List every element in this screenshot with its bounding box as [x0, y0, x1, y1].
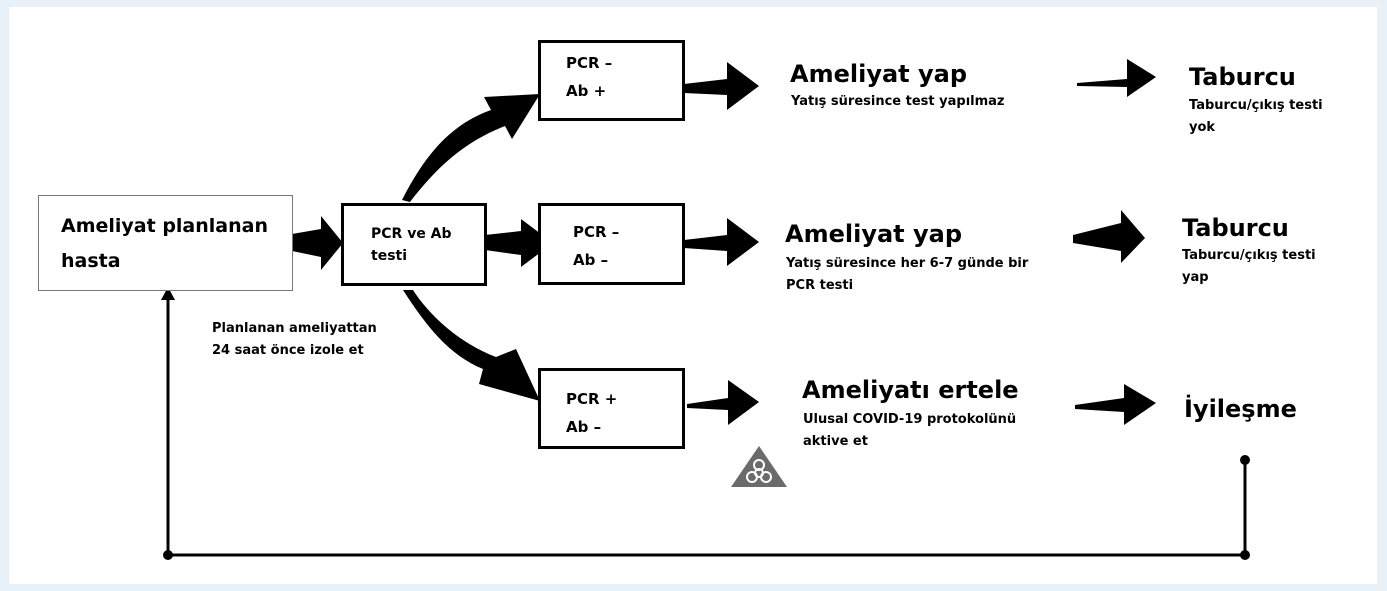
branch2-action-detail: Yatış süresince her 6-7 günde bir PCR te… [786, 253, 1028, 297]
arrow-test-to-branch1 [402, 94, 540, 202]
branch3-outcome-title: İyileşme [1184, 395, 1297, 423]
branch2-outcome-title: Taburcu [1182, 214, 1289, 242]
branch2-outcome-detail-line2: yap [1182, 270, 1209, 285]
arrow-test-to-branch2 [485, 219, 553, 267]
loop-arrowhead [161, 287, 175, 300]
branch2-action-title: Ameliyat yap [785, 220, 962, 248]
branch1-action-detail: Yatış süresince test yapılmaz [791, 91, 1005, 113]
branch3-result-line1: PCR + [566, 390, 618, 408]
branch2-action-detail-line1: Yatış süresince her 6-7 günde bir [786, 256, 1029, 271]
branch1-outcome-detail-line2: yok [1189, 120, 1216, 135]
branch3-result-box: PCR + Ab – [538, 368, 685, 449]
arrow-patient-to-test [292, 216, 343, 270]
patient-box: Ameliyat planlanan hasta [38, 195, 293, 291]
arrow-test-to-branch3 [403, 290, 540, 401]
test-box: PCR ve Ab testi [341, 203, 487, 286]
isolation-note: Planlanan ameliyattan 24 saat önce izole… [212, 318, 377, 362]
flowchart-canvas: Ameliyat planlanan hasta PCR ve Ab testi… [9, 7, 1377, 584]
patient-box-line1: Ameliyat planlanan [61, 215, 268, 237]
arrow-action1-to-outcome [1077, 59, 1156, 97]
branch1-action-detail-line1: Yatış süresince test yapılmaz [791, 94, 1005, 109]
patient-box-line2: hasta [61, 250, 121, 272]
branch1-result-box: PCR – Ab + [538, 40, 685, 121]
branch3-action-title: Ameliyatı ertele [802, 376, 1019, 404]
flow-arrows [161, 59, 1250, 560]
isolation-note-line2: 24 saat önce izole et [212, 343, 364, 358]
branch2-action-detail-line2: PCR testi [786, 278, 854, 293]
test-box-line1: PCR ve Ab [371, 226, 452, 242]
branch2-result-box: PCR – Ab – [538, 203, 685, 285]
arrow-branch2-to-action [684, 218, 759, 266]
branch2-outcome-detail-line1: Taburcu/çıkış testi [1182, 248, 1316, 263]
isolation-note-line1: Planlanan ameliyattan [212, 321, 377, 336]
branch3-result-line2: Ab – [566, 418, 602, 436]
branch2-result-line2: Ab – [573, 251, 609, 269]
biohazard-warning-icon [731, 446, 787, 487]
branch1-outcome-title: Taburcu [1189, 63, 1296, 91]
branch2-result-line1: PCR – [573, 223, 620, 241]
arrow-branch1-to-action [684, 62, 759, 110]
branch3-action-detail-line1: Ulusal COVID-19 protokolünü [803, 412, 1017, 427]
branch3-action-detail: Ulusal COVID-19 protokolünü aktive et [803, 409, 1016, 453]
branch2-outcome-detail: Taburcu/çıkış testi yap [1182, 245, 1316, 289]
branch1-result-line1: PCR – [566, 54, 613, 72]
arrow-action2-to-outcome [1073, 210, 1145, 263]
test-box-line2: testi [371, 248, 408, 264]
branch1-action-title: Ameliyat yap [790, 60, 967, 88]
branch3-action-detail-line2: aktive et [803, 434, 868, 449]
branch1-outcome-detail: Taburcu/çıkış testi yok [1189, 95, 1323, 139]
branch1-result-line2: Ab + [566, 82, 607, 100]
branch1-outcome-detail-line1: Taburcu/çıkış testi [1189, 98, 1323, 113]
arrow-branch3-to-action [687, 380, 759, 425]
arrow-action3-to-outcome [1075, 384, 1156, 425]
